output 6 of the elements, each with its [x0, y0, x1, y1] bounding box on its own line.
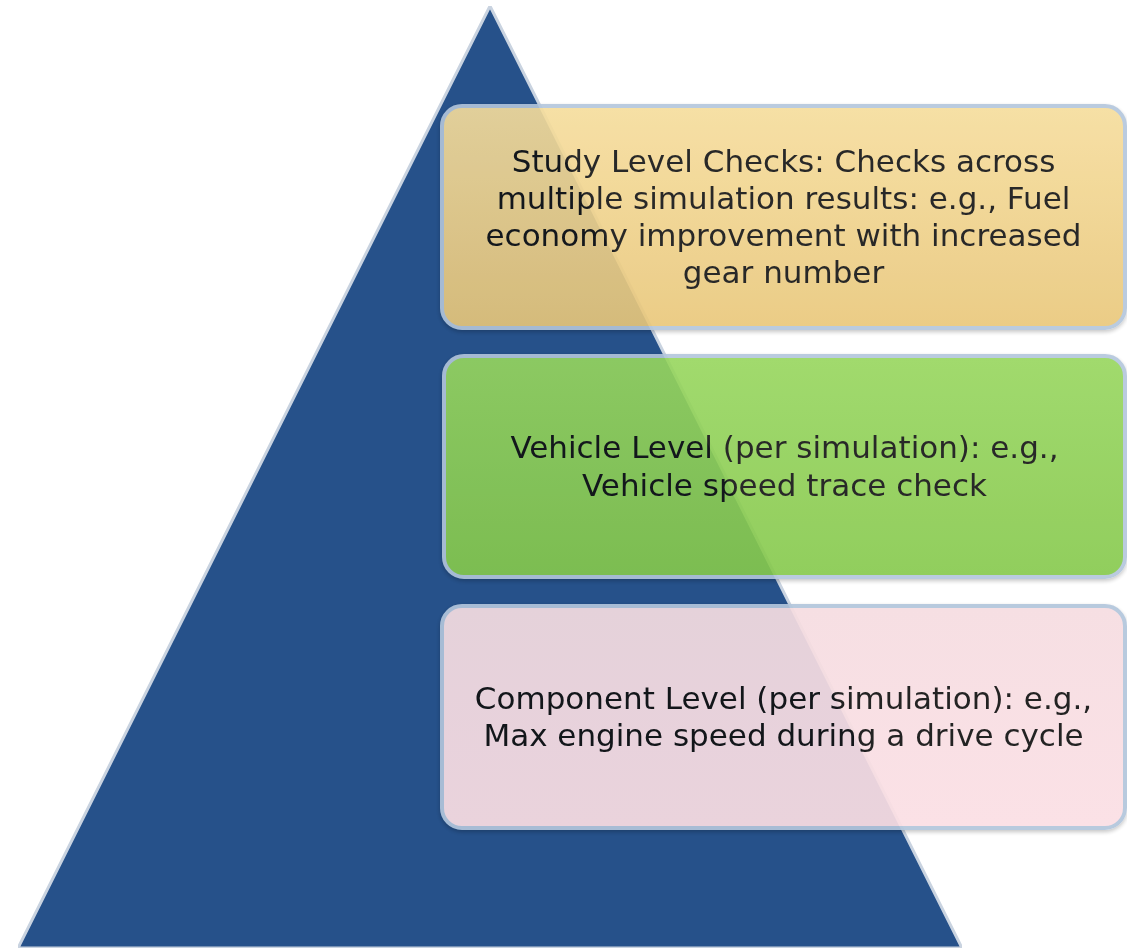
level-text: Study Level Checks: Checks across multiple simulation results: e.g., Fuel economy improvement with increased gear number [484, 142, 1083, 292]
level-box [442, 354, 1127, 579]
level-box [440, 604, 1127, 830]
level-text: Component Level (per simulation): e.g., Max engine speed during a drive cycle [473, 679, 1094, 755]
level-text: Vehicle Level (per simulation): e.g., Vehicle speed trace check [509, 429, 1060, 504]
level-box [440, 104, 1127, 330]
